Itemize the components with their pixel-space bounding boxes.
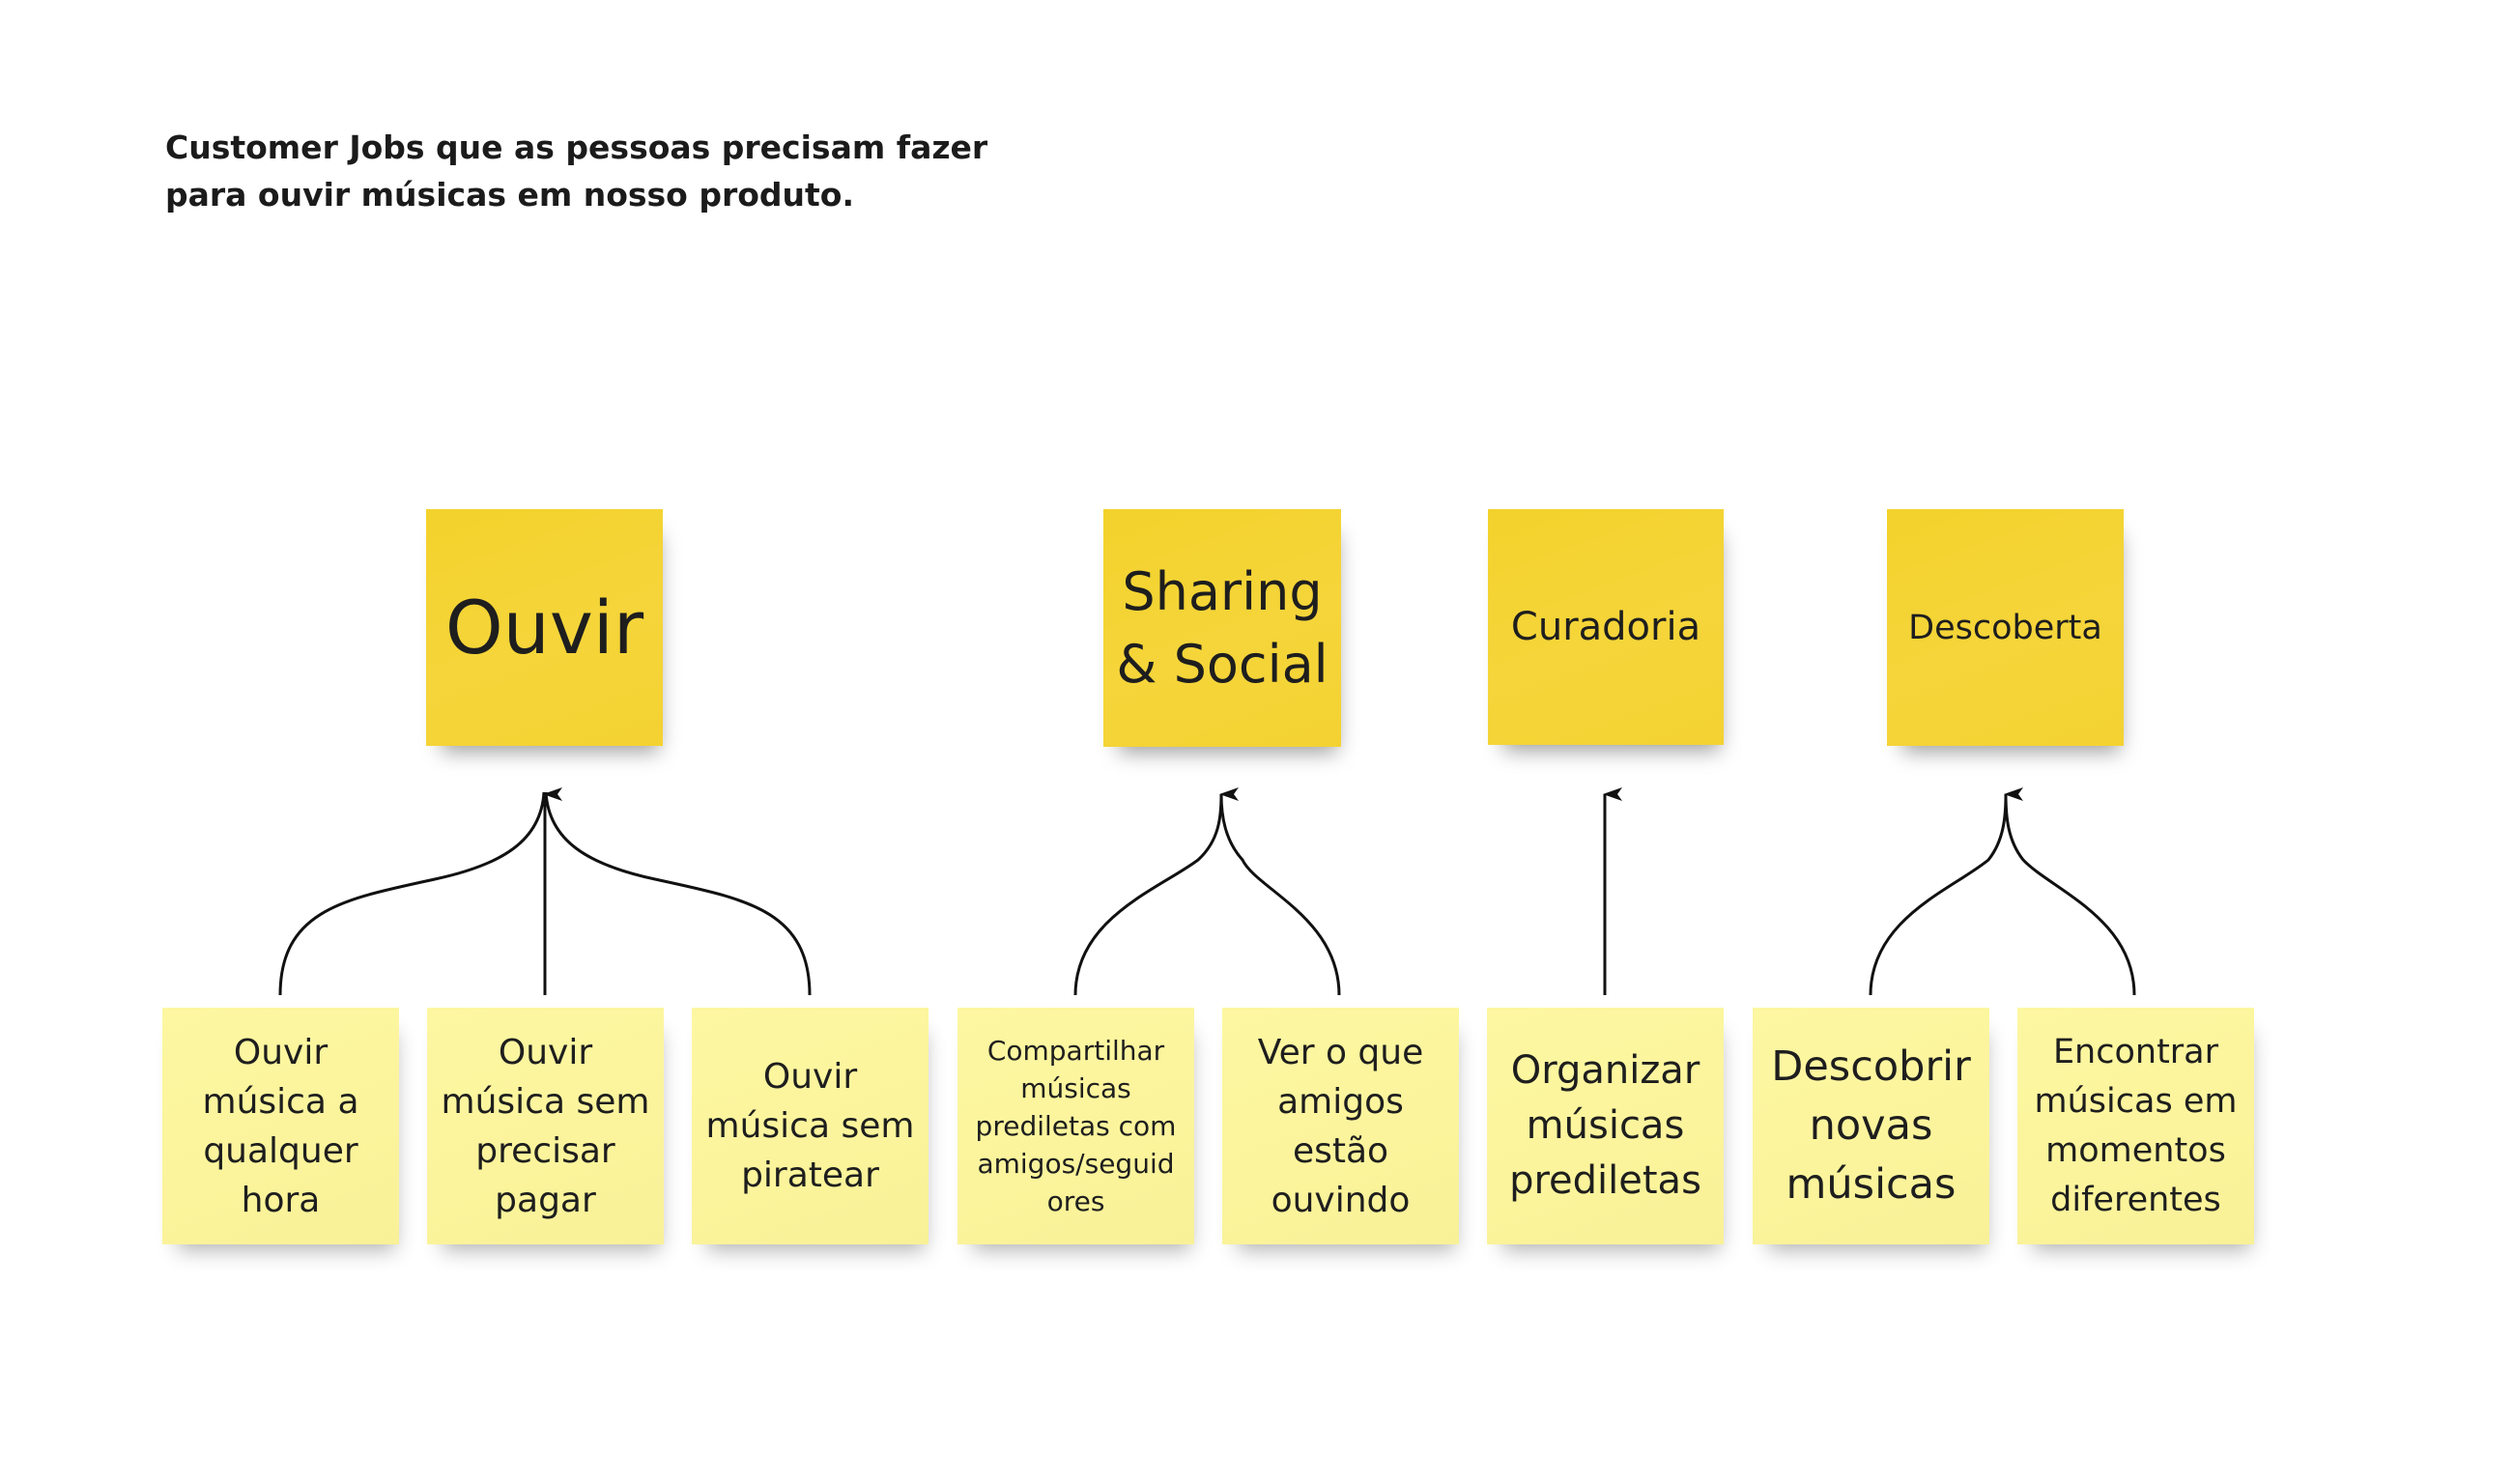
job-note[interactable]: Ouvir música sem precisar pagar	[427, 1008, 664, 1244]
job-note[interactable]: Ouvir música a qualquer hora	[162, 1008, 399, 1244]
category-label: Descoberta	[1908, 608, 2102, 647]
job-label: Compartilhar músicas prediletas com amig…	[975, 1035, 1177, 1217]
job-label: Ouvir música sem piratear	[705, 1057, 915, 1195]
title-line-1: Customer Jobs que as pessoas precisam fa…	[165, 128, 988, 166]
category-note-curadoria[interactable]: Curadoria	[1488, 509, 1724, 745]
job-label: Descobrir novas músicas	[1771, 1042, 1971, 1209]
job-label: Encontrar músicas em momentos diferentes	[2034, 1032, 2238, 1219]
connector-descoberta-job1	[1869, 787, 2024, 996]
category-label: Ouvir	[444, 584, 644, 671]
category-note-ouvir[interactable]: Ouvir	[426, 509, 663, 746]
job-note[interactable]: Ouvir música sem piratear	[692, 1008, 928, 1244]
category-label: Curadoria	[1510, 605, 1701, 649]
job-label: Ouvir música a qualquer hora	[202, 1032, 359, 1220]
connector-ouvir-job1	[278, 791, 546, 996]
job-note[interactable]: Descobrir novas músicas	[1753, 1008, 1989, 1244]
job-note[interactable]: Encontrar músicas em momentos diferentes	[2017, 1008, 2254, 1244]
connector-sharing-job2	[1219, 793, 1341, 996]
title-line-2: para ouvir músicas em nosso produto.	[165, 176, 854, 214]
job-note[interactable]: Compartilhar músicas prediletas com amig…	[957, 1008, 1194, 1244]
connector-sharing-job1	[1073, 787, 1240, 996]
category-note-descoberta[interactable]: Descoberta	[1887, 509, 2124, 746]
diagram-title: Customer Jobs que as pessoas precisam fa…	[165, 124, 988, 218]
connector-descoberta-job2	[2004, 793, 2136, 996]
job-label: Ver o que amigos estão ouvindo	[1257, 1032, 1424, 1220]
connector-ouvir-job3	[544, 791, 812, 996]
category-label: Sharing & Social	[1116, 561, 1328, 695]
job-note[interactable]: Ver o que amigos estão ouvindo	[1222, 1008, 1459, 1244]
category-note-sharing-social[interactable]: Sharing & Social	[1103, 509, 1341, 747]
job-label: Organizar músicas prediletas	[1509, 1048, 1701, 1203]
job-label: Ouvir música sem precisar pagar	[441, 1032, 650, 1220]
job-note[interactable]: Organizar músicas prediletas	[1487, 1008, 1724, 1244]
